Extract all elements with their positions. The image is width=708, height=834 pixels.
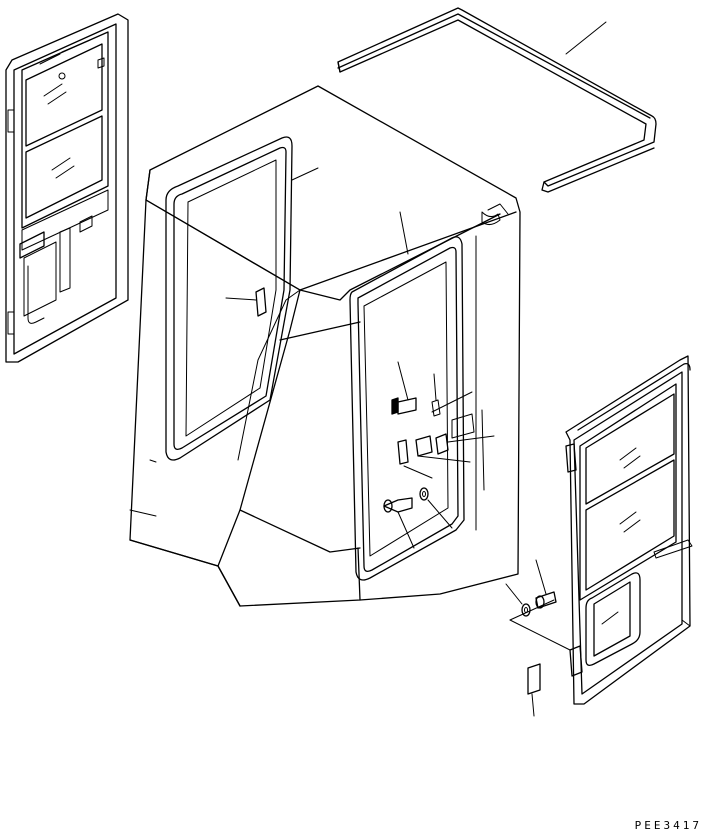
door-hinge-hardware bbox=[505, 559, 571, 717]
roof-seal-strip bbox=[337, 7, 657, 193]
front-window-seal bbox=[165, 136, 319, 461]
left-door bbox=[5, 13, 129, 363]
door-opening-seal bbox=[349, 211, 465, 581]
latch-bracket bbox=[225, 287, 267, 317]
striker-hardware bbox=[383, 361, 495, 549]
right-door bbox=[565, 355, 693, 705]
drawing-reference-code: PEE3417 bbox=[634, 819, 702, 832]
cab-body bbox=[129, 85, 521, 607]
